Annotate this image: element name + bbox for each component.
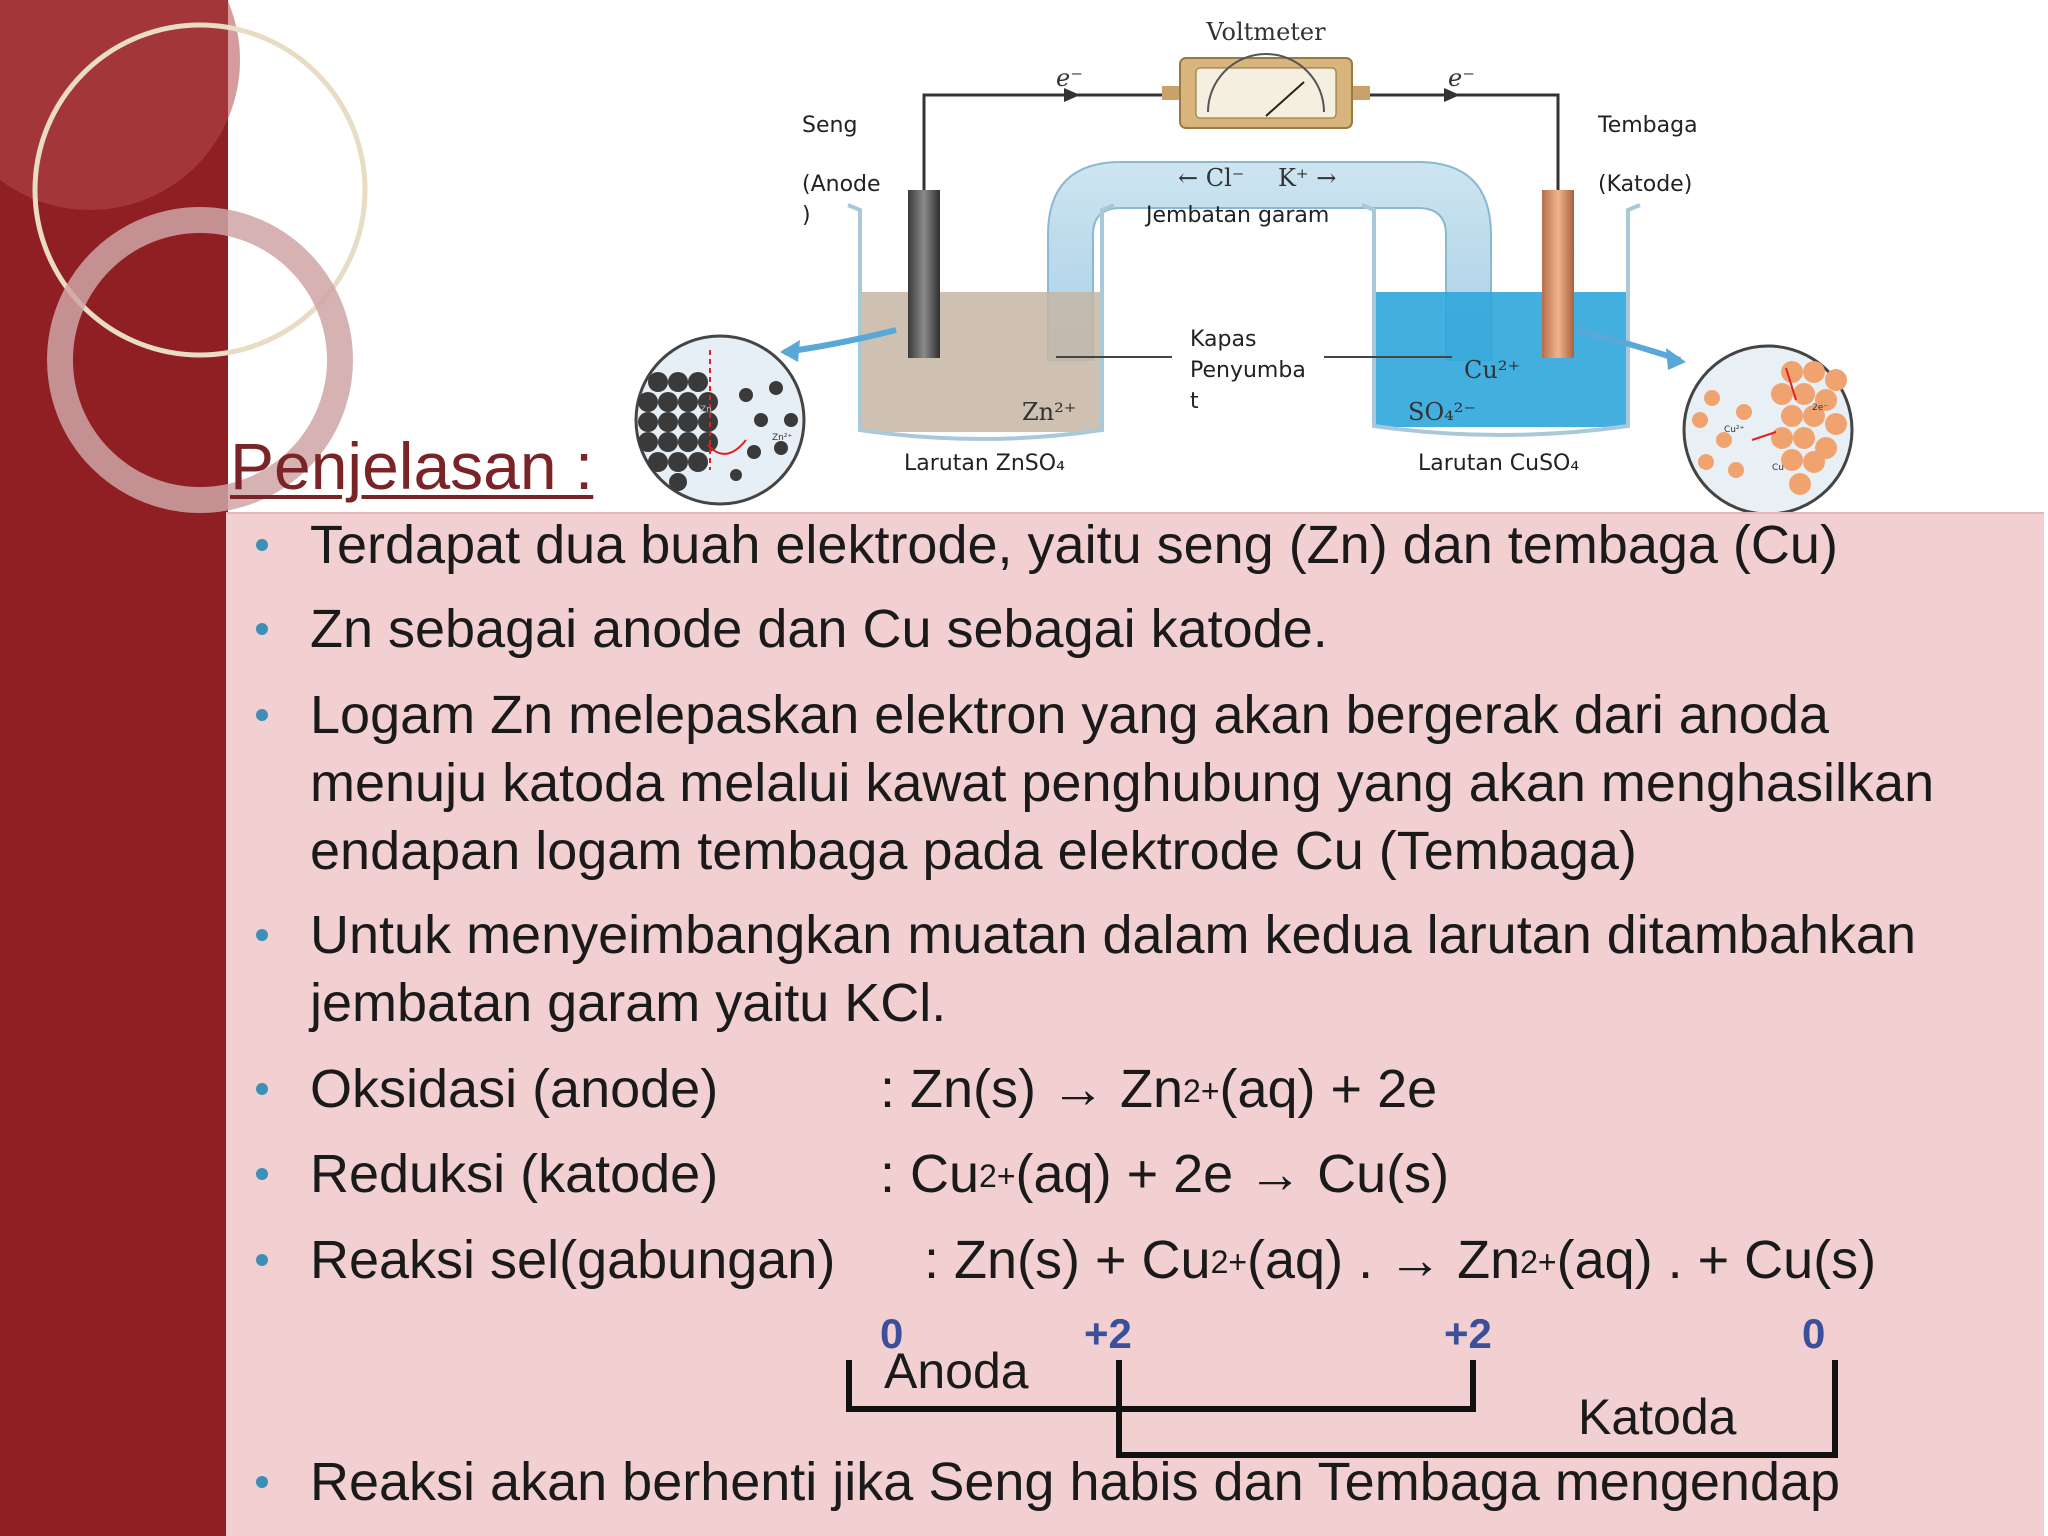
cuso4-solution — [1374, 292, 1628, 427]
reduction-equation: : Cu2+(aq) + 2e → Cu(s) — [880, 1140, 1449, 1208]
anode-label-line2: ) — [802, 203, 811, 228]
tembaga-label: Tembaga — [1597, 113, 1698, 138]
oxidation-state-zn-aq: +2 — [1444, 1310, 1492, 1357]
cu-ion-label: Cu²⁺ — [1464, 356, 1520, 384]
electron-right-label: e⁻ — [1448, 64, 1475, 92]
voltmeter-icon — [1162, 53, 1370, 129]
reduction-eq-a: : Cu — [880, 1144, 980, 1204]
bullet-dot — [256, 709, 268, 721]
external-wire — [922, 88, 1560, 200]
cell-eq-b: (aq) . → Zn — [1247, 1230, 1521, 1290]
voltmeter-label: Voltmeter — [1205, 18, 1326, 46]
so4-ion-label: SO₄²⁻ — [1408, 398, 1476, 426]
point-salt-bridge-line2: jembatan garam yaitu KCl. — [310, 973, 947, 1033]
content-panel — [226, 512, 2044, 1536]
larutan-znso4-label: Larutan ZnSO₄ — [904, 451, 1065, 476]
copper-atoms-zoom: Cu²⁺ 2e⁻ Cu — [1682, 344, 1854, 512]
bullet-dot — [256, 929, 268, 941]
cell-sup-2: 2+ — [1520, 1244, 1557, 1280]
anode-bracket — [846, 1360, 1476, 1412]
cl-ion-label: ← Cl⁻ — [1178, 164, 1244, 192]
reduction-sup: 2+ — [979, 1158, 1016, 1194]
oxidation-eq-b: (aq) + 2e — [1219, 1059, 1438, 1119]
k-ion-label: K⁺ → — [1278, 164, 1336, 192]
znso4-solution — [860, 292, 1102, 432]
point-electron-flow-line1: Logam Zn melepaskan elektron yang akan b… — [310, 685, 1829, 745]
cell-reaction-equation: : Zn(s) + Cu2+(aq) . → Zn2+(aq) . + Cu(s… — [924, 1226, 1876, 1294]
point-anode-cathode: Zn sebagai anode dan Cu sebagai katode. — [310, 599, 1328, 659]
copper-electrode — [1542, 190, 1574, 358]
heading-mask — [596, 420, 620, 510]
decorative-rings — [0, 0, 368, 513]
point-electrodes: Terdapat dua buah elektrode, yaitu seng … — [310, 515, 1838, 575]
bullet-dot — [256, 1168, 268, 1180]
zoom-left-zn2: Zn²⁺ — [772, 433, 792, 443]
point-electron-flow-line3: endapan logam tembaga pada elektrode Cu … — [310, 821, 1637, 881]
larutan-cuso4-label: Larutan CuSO₄ — [1418, 451, 1579, 476]
oxidation-sup: 2+ — [1183, 1073, 1220, 1109]
oxidation-equation: : Zn(s) → Zn2+(aq) + 2e — [880, 1055, 1437, 1123]
anode-label-line1: (Anode — [802, 172, 881, 197]
salt-bridge-label: Jembatan garam — [1144, 203, 1329, 228]
cathode-bracket — [1116, 1360, 1838, 1458]
bullet-dot — [256, 623, 268, 635]
kapas-label-line3: t — [1190, 389, 1199, 414]
reduction-label: Reduksi (katode) — [310, 1144, 719, 1204]
katode-label: (Katode) — [1598, 172, 1692, 197]
anoda-label: Anoda — [884, 1343, 1029, 1399]
bullet-dot — [256, 1083, 268, 1095]
bullet-dot — [256, 539, 268, 551]
point-reaction-stops: Reaksi akan berhenti jika Seng habis dan… — [310, 1452, 1841, 1512]
oxidation-state-cu-s: 0 — [1802, 1310, 1826, 1357]
seng-label: Seng — [802, 113, 857, 138]
zoom-right-2e: 2e⁻ — [1812, 403, 1828, 413]
cell-sup-1: 2+ — [1210, 1244, 1248, 1280]
zinc-electrode — [908, 190, 940, 358]
bullet-dot — [256, 1476, 268, 1488]
oxidation-state-zn-s: 0 — [880, 1310, 904, 1357]
oxidation-eq-a: : Zn(s) → Zn — [880, 1059, 1184, 1119]
oxidation-label: Oksidasi (anode) — [310, 1059, 719, 1119]
slide-heading: Penjelasan : — [230, 429, 594, 503]
kapas-label-line2: Penyumba — [1190, 358, 1306, 383]
galvanic-cell-diagram: e⁻ e⁻ Voltmeter ← Cl⁻ K⁺ → Jembatan gara… — [634, 18, 1854, 512]
cell-eq-c: (aq) . + Cu(s) — [1556, 1230, 1877, 1290]
zoom-right-cu2: Cu²⁺ — [1724, 425, 1745, 435]
zinc-atoms-zoom: Zn Zn²⁺ — [634, 334, 806, 506]
bullet-dot — [256, 1254, 268, 1266]
cell-eq-a: : Zn(s) + Cu — [924, 1230, 1211, 1290]
zoom-right-cu: Cu — [1772, 463, 1784, 473]
cell-reaction-label: Reaksi sel(gabungan) — [310, 1230, 836, 1290]
zn-ion-label: Zn²⁺ — [1022, 398, 1076, 426]
point-electron-flow-line2: menuju katoda melalui kawat penghubung y… — [310, 753, 1935, 813]
point-salt-bridge-line1: Untuk menyeimbangkan muatan dalam kedua … — [310, 905, 1916, 965]
electron-left-label: e⁻ — [1056, 64, 1083, 92]
zoom-left-zn: Zn — [700, 405, 712, 415]
right-beaker — [1361, 203, 1641, 437]
reduction-eq-b: (aq) + 2e → Cu(s) — [1015, 1144, 1450, 1204]
oxidation-state-cu-aq: +2 — [1084, 1310, 1132, 1357]
left-beaker — [847, 203, 1115, 441]
katoda-label: Katoda — [1578, 1389, 1737, 1445]
kapas-label-line1: Kapas — [1190, 327, 1256, 352]
